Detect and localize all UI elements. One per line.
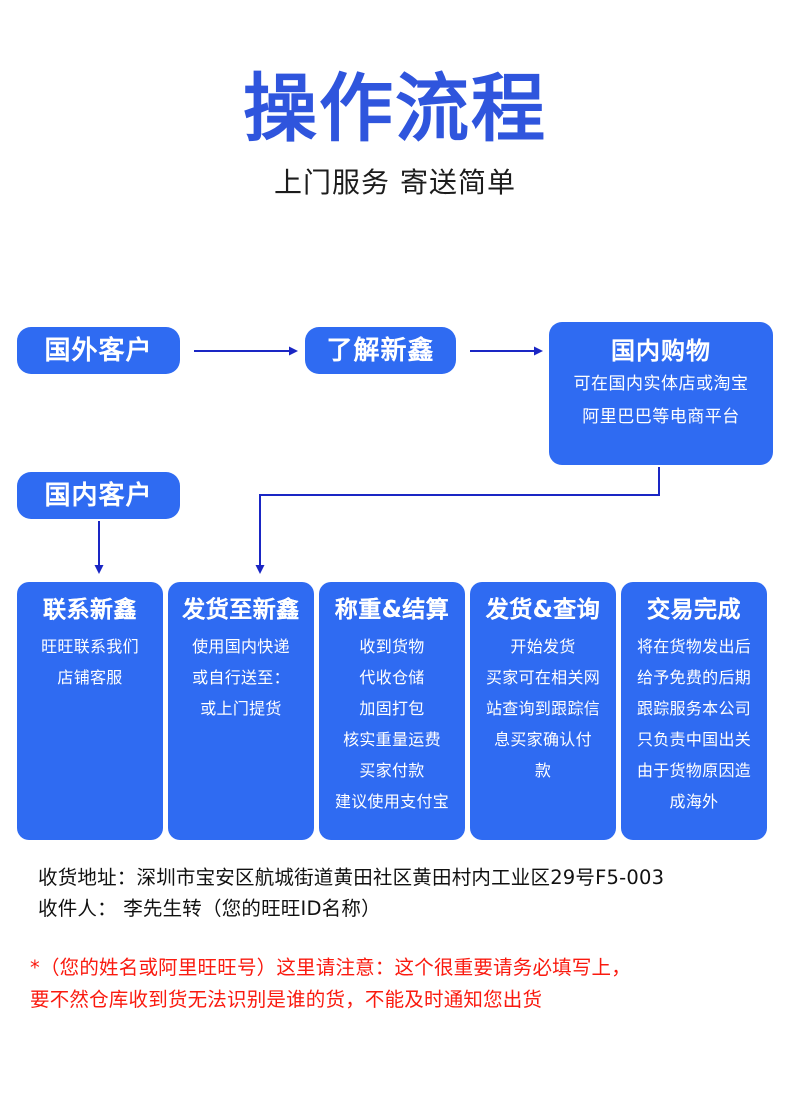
node-title: 国内客户 bbox=[44, 480, 153, 511]
node-body: 可在国内实体店或淘宝阿里巴巴等电商平台 bbox=[574, 368, 749, 434]
text-line: 或上门提货 bbox=[200, 699, 282, 718]
step-card-body: 开始发货买家可在相关网站查询到跟踪信息买家确认付款 bbox=[486, 628, 600, 786]
step-card-body: 使用国内快递或自行送至： 或上门提货 bbox=[192, 628, 290, 724]
text-line: 店铺客服 bbox=[57, 668, 123, 687]
step-card-5[interactable]: 交易完成将在货物发出后给予免费的后期跟踪服务本公司只负责中国出关由于货物原因造成… bbox=[621, 582, 767, 840]
step-card-4[interactable]: 发货&查询开始发货买家可在相关网站查询到跟踪信息买家确认付款 bbox=[470, 582, 616, 840]
page-footer: 收货地址：深圳市宝安区航城街道黄田社区黄田村内工业区29号F5-003 收件人： … bbox=[0, 862, 790, 1016]
step-card-title: 发货&查询 bbox=[485, 597, 601, 623]
node-overseas-customer[interactable]: 国外客户 bbox=[17, 327, 180, 374]
text-line: 使用国内快递 bbox=[192, 637, 290, 656]
text-line: 核实重量运费 bbox=[343, 730, 441, 749]
text-line: 加固打包 bbox=[359, 699, 425, 718]
text-line: 款 bbox=[534, 761, 552, 780]
important-notice-block: *（您的姓名或阿里旺旺号）这里请注意：这个很重要请务必填写上， 要不然仓库收到货无… bbox=[0, 924, 790, 1016]
step-card-title: 称重&结算 bbox=[334, 597, 450, 623]
node-title: 国外客户 bbox=[44, 335, 153, 366]
page-title: 操作流程 bbox=[243, 66, 547, 152]
node-learn-xinxin[interactable]: 了解新鑫 bbox=[305, 327, 456, 374]
text-line: *（您的姓名或阿里旺旺号）这里请注意：这个很重要请务必填写上， bbox=[30, 956, 631, 979]
node-domestic-shopping[interactable]: 国内购物 可在国内实体店或淘宝阿里巴巴等电商平台 bbox=[549, 322, 773, 465]
step-card-title: 发货至新鑫 bbox=[182, 597, 300, 623]
text-line: 站查询到跟踪信 bbox=[485, 699, 601, 718]
step-card-title: 交易完成 bbox=[647, 597, 741, 623]
text-line: 息买家确认付 bbox=[494, 730, 592, 749]
step-card-body: 旺旺联系我们店铺客服 bbox=[41, 628, 139, 693]
text-line: 成海外 bbox=[669, 792, 719, 811]
text-line: 收到货物 bbox=[359, 637, 425, 656]
step-card-3[interactable]: 称重&结算收到货物代收仓储加固打包核实重量运费买家付款建议使用支付宝 bbox=[319, 582, 465, 840]
step-card-2[interactable]: 发货至新鑫使用国内快递或自行送至： 或上门提货 bbox=[168, 582, 314, 840]
text-line: 建议使用支付宝 bbox=[334, 792, 450, 811]
step-card-body: 将在货物发出后给予免费的后期跟踪服务本公司只负责中国出关由于货物原因造成海外 bbox=[637, 628, 751, 817]
text-line: 收件人： 李先生转（您的旺旺ID名称） bbox=[38, 897, 381, 920]
text-line: 要不然仓库收到货无法识别是谁的货，不能及时通知您出货 bbox=[30, 988, 543, 1011]
node-domestic-customer[interactable]: 国内客户 bbox=[17, 472, 180, 519]
text-line: 阿里巴巴等电商平台 bbox=[582, 407, 740, 427]
text-line: 只负责中国出关 bbox=[636, 730, 752, 749]
text-line: 跟踪服务本公司 bbox=[636, 699, 752, 718]
node-title: 了解新鑫 bbox=[326, 335, 435, 366]
process-flow-diagram: 国外客户 国内客户 了解新鑫 国内购物 可在国内实体店或淘宝阿里巴巴等电商平台 … bbox=[17, 322, 773, 840]
page-header: 操作流程 上门服务 寄送简单 bbox=[0, 0, 790, 200]
step-card-1[interactable]: 联系新鑫旺旺联系我们店铺客服 bbox=[17, 582, 163, 840]
connector-shopping-to-step2 bbox=[255, 467, 660, 574]
text-line: 由于货物原因造 bbox=[636, 761, 752, 780]
text-line: 收货地址：深圳市宝安区航城街道黄田社区黄田村内工业区29号F5-003 bbox=[38, 866, 665, 889]
text-line: 买家可在相关网 bbox=[485, 668, 601, 687]
shipping-address-block: 收货地址：深圳市宝安区航城街道黄田社区黄田村内工业区29号F5-003 收件人： … bbox=[0, 862, 790, 924]
text-line: 或自行送至： bbox=[192, 668, 290, 687]
step-card-title: 联系新鑫 bbox=[43, 597, 137, 623]
text-line: 将在货物发出后 bbox=[636, 637, 752, 656]
step-card-body: 收到货物代收仓储加固打包核实重量运费买家付款建议使用支付宝 bbox=[335, 628, 449, 817]
text-line: 给予免费的后期 bbox=[636, 668, 752, 687]
node-title: 国内购物 bbox=[611, 337, 711, 365]
text-line: 代收仓储 bbox=[359, 668, 425, 687]
text-line: 开始发货 bbox=[510, 637, 576, 656]
text-line: 买家付款 bbox=[359, 761, 425, 780]
text-line: 可在国内实体店或淘宝 bbox=[573, 374, 749, 394]
page-subtitle: 上门服务 寄送简单 bbox=[274, 166, 516, 199]
text-line: 旺旺联系我们 bbox=[41, 637, 139, 656]
